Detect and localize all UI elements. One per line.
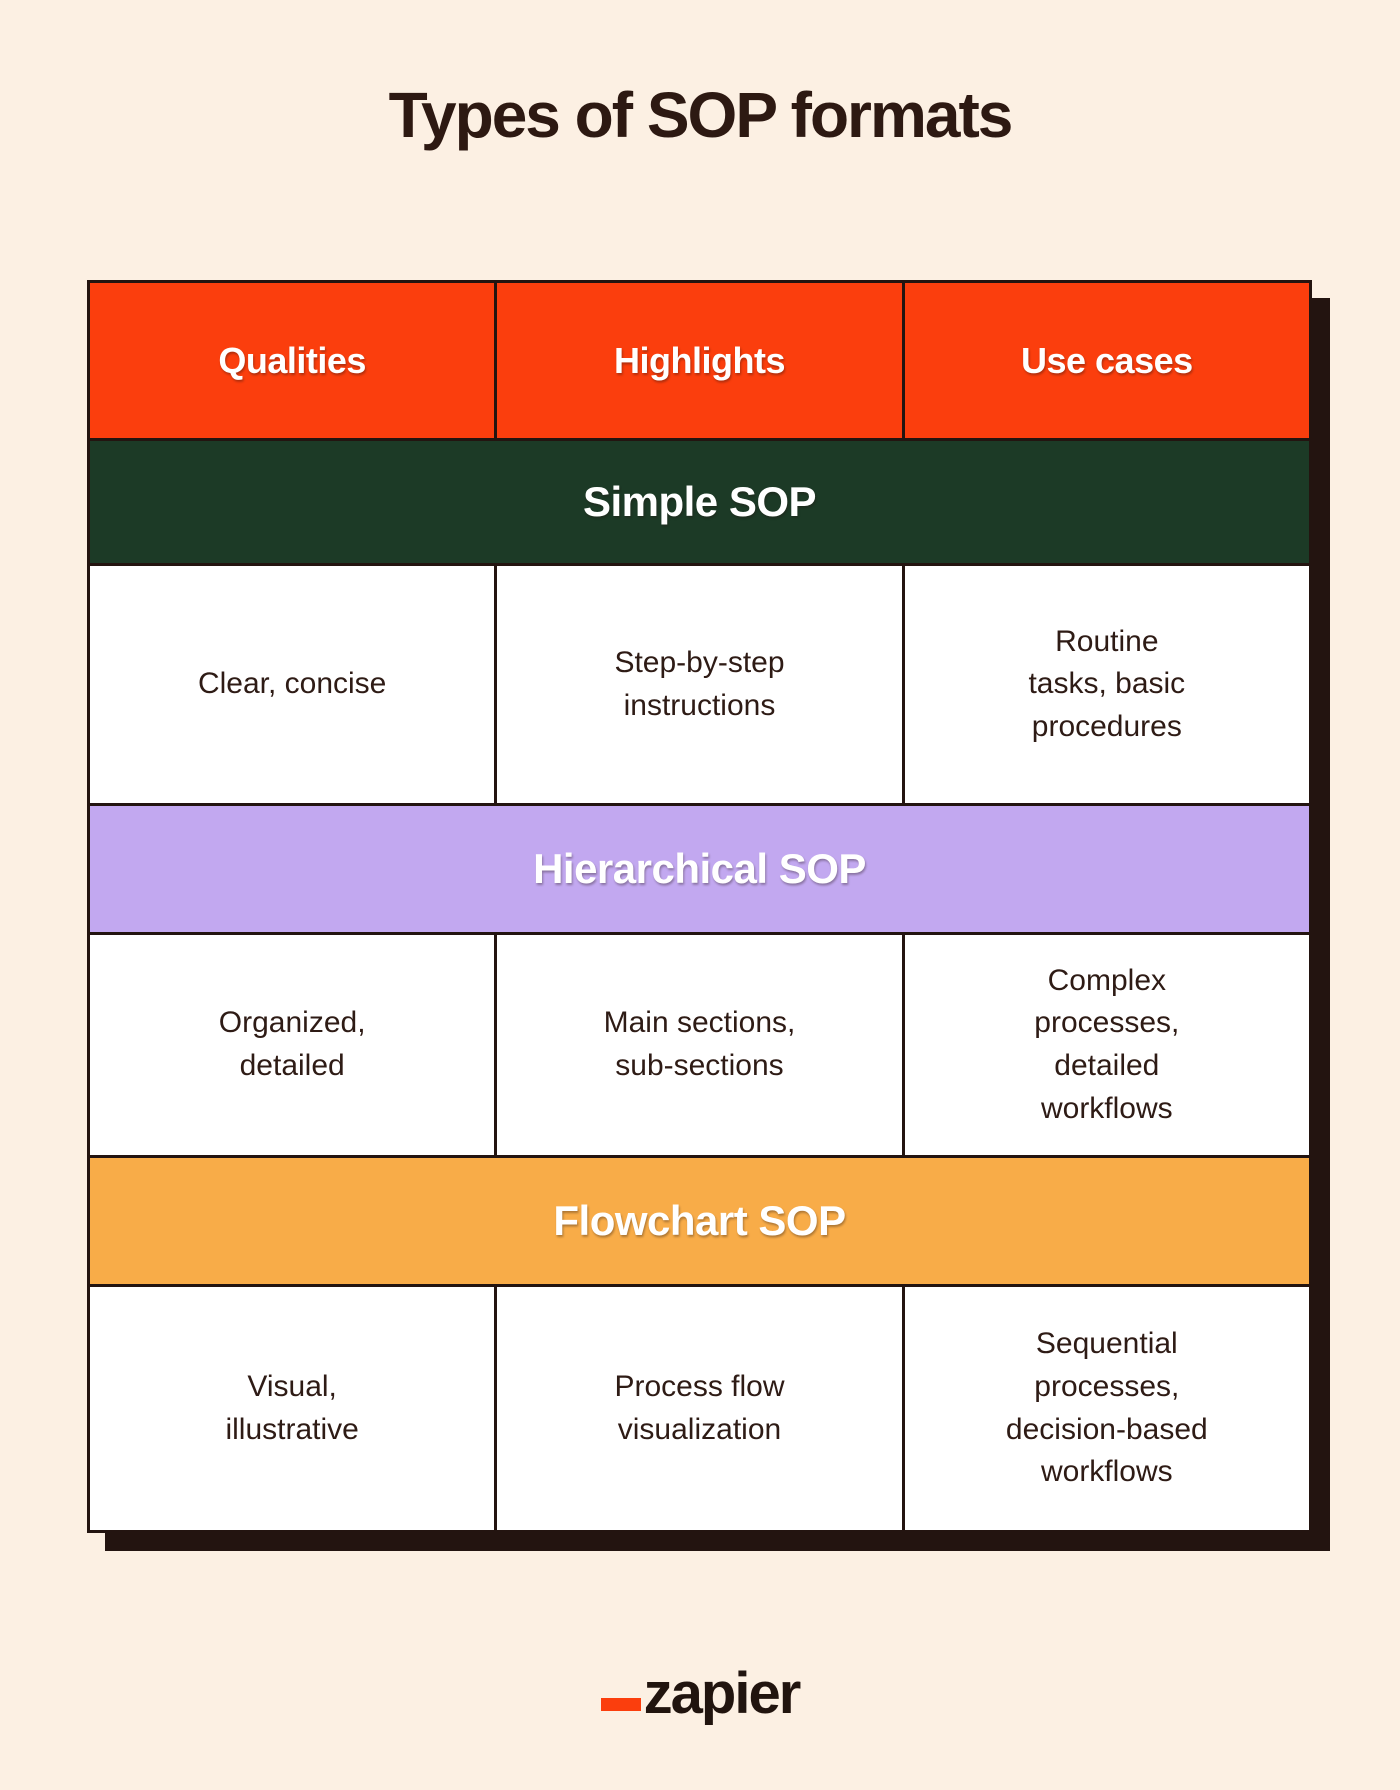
section-header-hierarchical-sop: Hierarchical SOP <box>90 803 1309 935</box>
cell-flowchart-qualities: Visual, illustrative <box>90 1287 498 1530</box>
table-row-hierarchical-sop: Organized, detailed Main sections, sub-s… <box>90 935 1309 1155</box>
cell-hierarchical-qualities: Organized, detailed <box>90 935 498 1155</box>
zapier-logo: zapier <box>0 1665 1400 1723</box>
cell-flowchart-use-cases: Sequential processes, decision-based wor… <box>904 1287 1309 1530</box>
zapier-underscore-icon <box>600 1698 641 1711</box>
table-row-flowchart-sop: Visual, illustrative Process flow visual… <box>90 1287 1309 1530</box>
column-header-use-cases: Use cases <box>904 283 1309 438</box>
section-header-simple-sop: Simple SOP <box>90 438 1309 566</box>
table-header-row: Qualities Highlights Use cases <box>90 283 1309 438</box>
zapier-wordmark: zapier <box>643 1661 802 1726</box>
column-header-highlights: Highlights <box>497 283 905 438</box>
cell-hierarchical-highlights: Main sections, sub-sections <box>497 935 905 1155</box>
column-header-qualities: Qualities <box>90 283 498 438</box>
cell-simple-highlights: Step-by-step instructions <box>497 566 905 803</box>
section-header-flowchart-sop: Flowchart SOP <box>90 1155 1309 1287</box>
cell-simple-qualities: Clear, concise <box>90 566 498 803</box>
table-row-simple-sop: Clear, concise Step-by-step instructions… <box>90 566 1309 803</box>
cell-hierarchical-use-cases: Complex processes, detailed workflows <box>904 935 1309 1155</box>
sop-formats-table: Qualities Highlights Use cases Simple SO… <box>87 280 1312 1533</box>
cell-simple-use-cases: Routine tasks, basic procedures <box>904 566 1309 803</box>
page-title: Types of SOP formats <box>388 79 1014 151</box>
cell-flowchart-highlights: Process flow visualization <box>497 1287 905 1530</box>
